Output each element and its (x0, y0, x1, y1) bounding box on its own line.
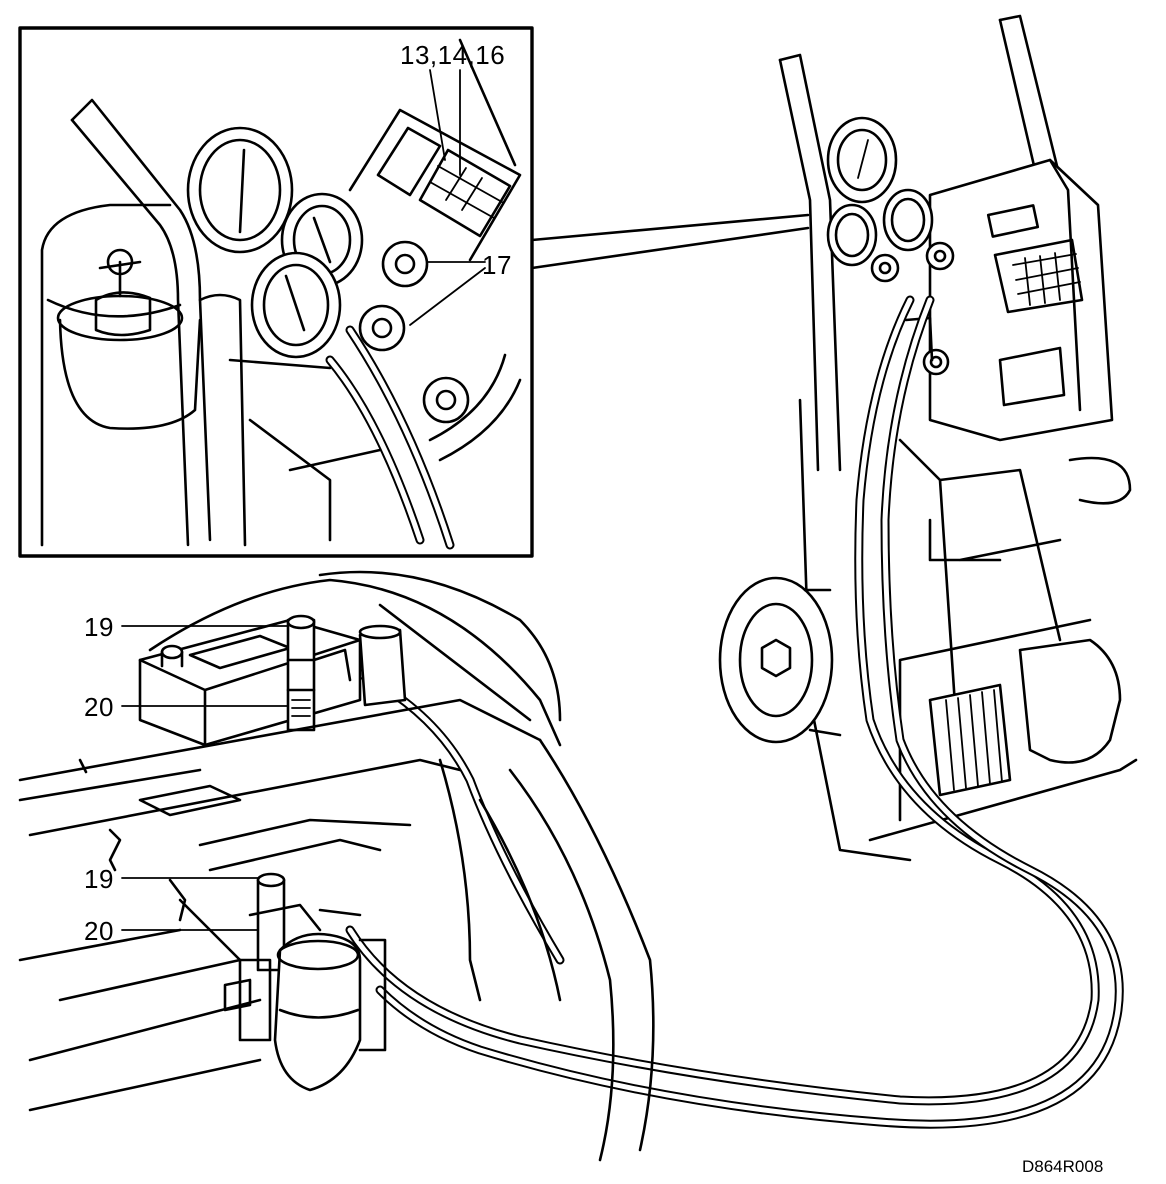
valve-knobs (358, 240, 470, 424)
callout-19-lower: 19 (84, 864, 114, 894)
engine-bay (18, 570, 655, 1162)
callout-20-upper: 20 (84, 692, 114, 722)
callout-13-14-16: 13,14,16 (400, 40, 505, 70)
figure-code: D864R008 (1022, 1157, 1103, 1176)
control-panel-detail (348, 38, 522, 262)
inset-hoses (248, 325, 522, 550)
upper-service-coupling (286, 614, 352, 732)
manifold-gauges (186, 126, 364, 359)
callout-20-lower: 20 (84, 916, 114, 946)
service-station-unit (718, 14, 1138, 862)
inset-leader-line (530, 213, 810, 270)
inset-detail (18, 26, 534, 558)
callout-17: 17 (482, 250, 512, 280)
trolley-frame-detail (70, 98, 332, 547)
inset-frame (18, 26, 534, 558)
callout-19-upper: 19 (84, 612, 114, 642)
service-hoses (325, 295, 1124, 1129)
receiver-drier (223, 872, 387, 1092)
callout-leaders (121, 625, 289, 931)
refrigerant-cylinder (40, 203, 202, 547)
